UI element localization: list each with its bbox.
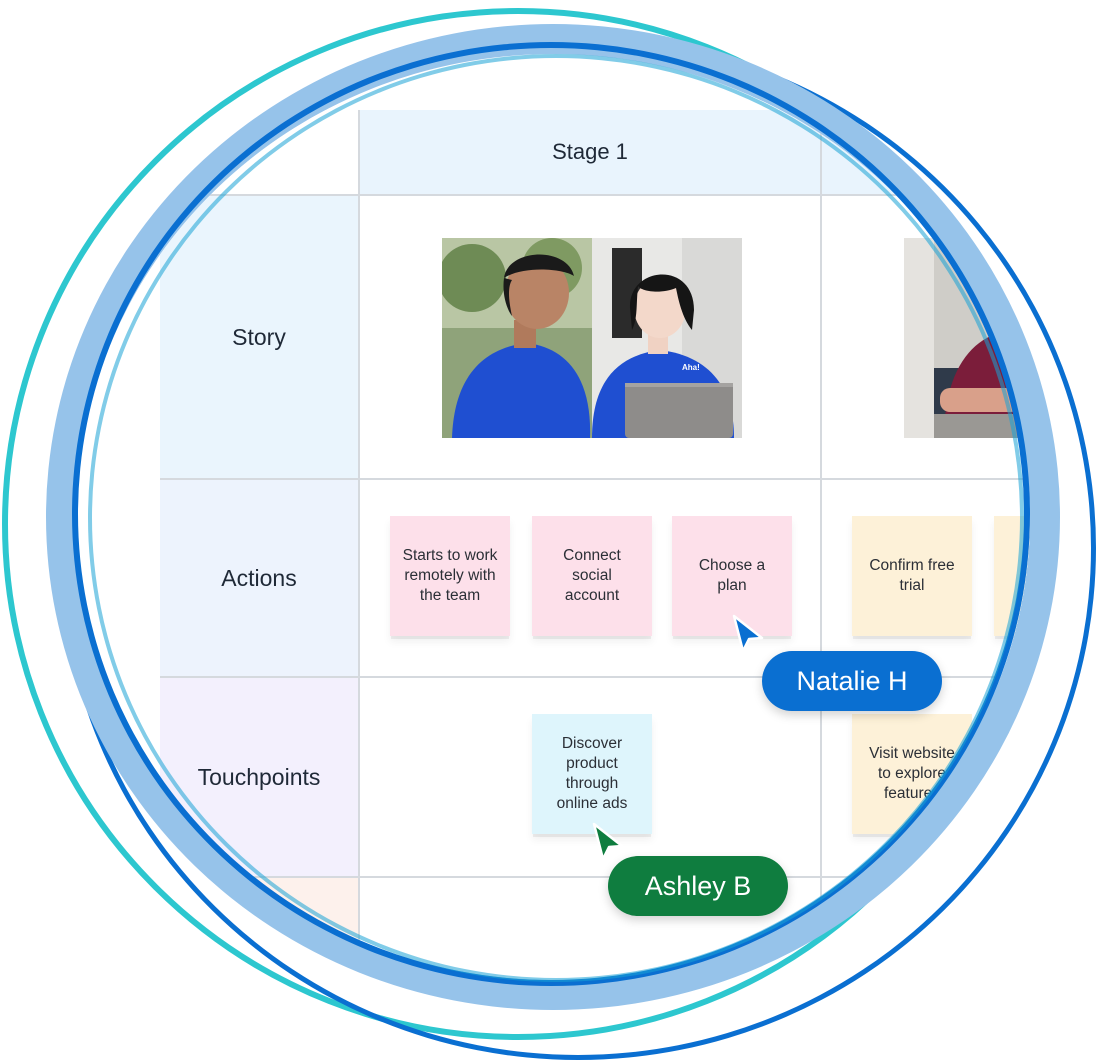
- stage-header-label: Stage 1: [552, 139, 628, 164]
- row-label-next: [160, 878, 360, 980]
- sticky-note-text: Starts to work remotely with the team: [402, 547, 498, 604]
- collaborator-badge: Ashley B: [608, 856, 788, 916]
- sticky-note-text: Connect social account: [563, 547, 621, 604]
- row-label-story: Story: [160, 196, 360, 480]
- stage-header-next: [822, 110, 1030, 196]
- sticky-note-text: Visit website to explore features: [869, 745, 955, 802]
- collaborator-name: Natalie H: [796, 665, 908, 696]
- sticky-note[interactable]: Discover product through online ads: [532, 714, 652, 834]
- story-photo-second: [904, 238, 1030, 438]
- sticky-note-text: Confirm free trial: [869, 557, 955, 594]
- journey-map-lens: Stage 1 Story Actions Touchpoints: [46, 24, 1060, 1010]
- sticky-note[interactable]: Choose a plan: [672, 516, 792, 636]
- stage-header: Stage 1: [360, 110, 822, 196]
- row-label-story-text: Story: [232, 323, 286, 350]
- journey-map-board: Stage 1 Story Actions Touchpoints: [76, 54, 1030, 980]
- row-label-actions: Actions: [160, 480, 360, 678]
- cursor-arrow-icon: [592, 822, 624, 861]
- sticky-note[interactable]: Starts to work remotely with the team: [390, 516, 510, 636]
- corner-cell: [160, 110, 360, 196]
- row-label-touchpoints: Touchpoints: [160, 678, 360, 878]
- cursor-arrow-icon: [732, 614, 764, 653]
- row-label-touchpoints-text: Touchpoints: [197, 763, 321, 790]
- sticky-note[interactable]: Visit website to explore features: [852, 714, 972, 834]
- collaborator-name: Ashley B: [644, 870, 752, 901]
- row-label-actions-text: Actions: [221, 564, 297, 591]
- sticky-note-text: Choose a plan: [698, 557, 766, 594]
- story-photo-team: Aha!: [442, 238, 742, 438]
- sticky-note[interactable]: Confirm free trial: [852, 516, 972, 636]
- sticky-note-text: Discover product through online ads: [556, 735, 628, 812]
- next-cell-stage2: [822, 878, 1030, 980]
- collaborator-badge: Natalie H: [762, 651, 942, 711]
- sticky-note[interactable]: Connect social account: [532, 516, 652, 636]
- shirt-logo-text: Aha!: [682, 363, 700, 372]
